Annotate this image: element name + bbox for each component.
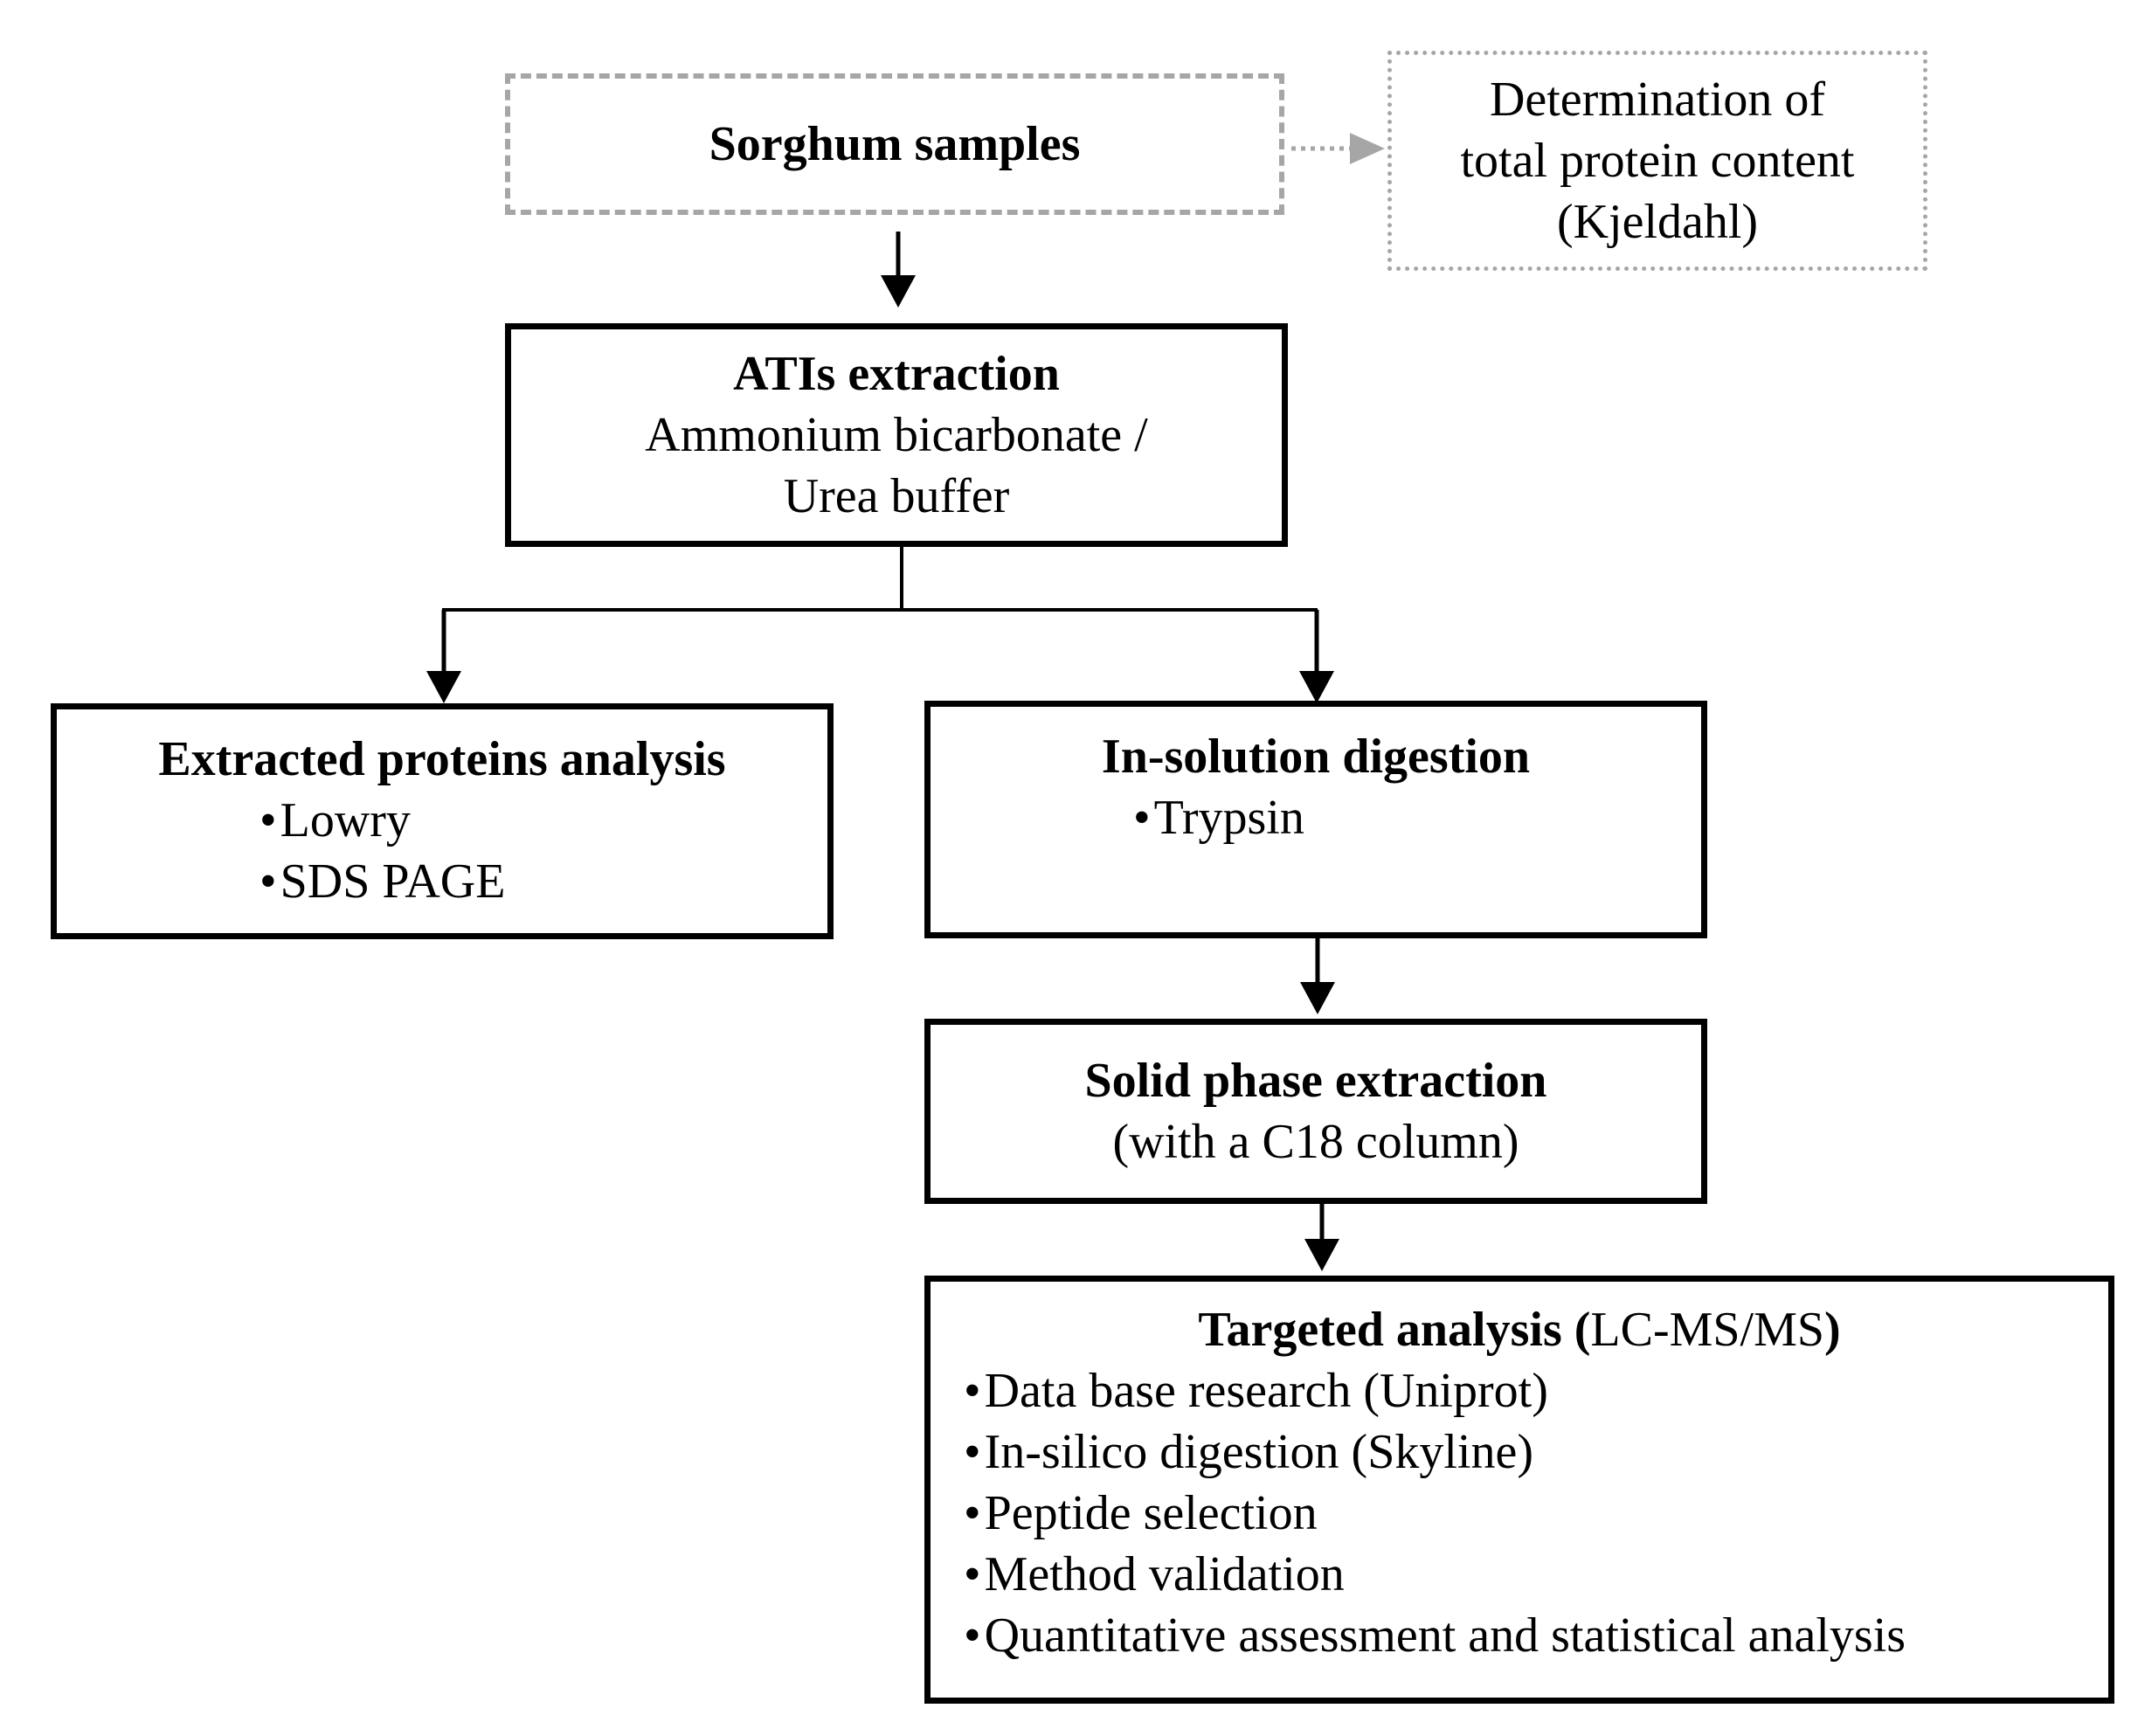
node-kjeldahl: Determination of total protein content (… [1387,51,1927,271]
list-item: Method validation [964,1544,1906,1605]
node-targeted-title: Targeted analysis (LC-MS/MS) [931,1299,2108,1360]
node-solid-phase-extraction: Solid phase extraction (with a C18 colum… [924,1019,1707,1204]
node-targeted-title-bold: Targeted analysis ( [1198,1303,1591,1357]
list-item: In-silico digestion (Skyline) [964,1421,1906,1483]
node-extracted-title: Extracted proteins analysis [158,732,726,786]
list-item: Trypsin [1133,787,1304,848]
edge-atis-digestion [1299,610,1334,703]
list-item: SDS PAGE [259,851,506,912]
node-targeted-title-method: LC-MS/MS [1590,1303,1825,1357]
node-atis-line-2: Urea buffer [783,469,1010,523]
node-in-solution-digestion: In-solution digestion Trypsin [924,701,1707,938]
edge-sorghum-kjeldahl [1291,133,1385,164]
list-item: Data base research (Uniprot) [964,1360,1906,1421]
list-item: Lowry [259,790,505,851]
node-targeted-analysis: Targeted analysis (LC-MS/MS) Data base r… [924,1276,2114,1704]
node-targeted-items: Data base research (Uniprot) In-silico d… [964,1360,1906,1666]
node-extracted-proteins: Extracted proteins analysis Lowry SDS PA… [51,703,834,939]
list-item: Peptide selection [964,1483,1906,1544]
edge-sorghum-atis [881,232,916,308]
edge-atis-extracted [426,610,461,703]
node-atis-extraction: ATIs extraction Ammonium bicarbonate / U… [505,323,1288,547]
list-item: Quantitative assessment and statistical … [964,1605,1906,1666]
node-spe-title: Solid phase extraction [1084,1054,1547,1108]
node-kjeldahl-line-3: (Kjeldahl) [1556,195,1759,249]
edge-atis-split [442,547,1318,612]
node-kjeldahl-line-2: total protein content [1460,134,1855,188]
edge-spe-targeted [1304,1204,1339,1271]
node-spe-line-1: (with a C18 column) [1112,1115,1519,1169]
node-atis-title: ATIs extraction [733,347,1060,401]
node-extracted-items: Lowry SDS PAGE [259,790,506,912]
node-atis-line-1: Ammonium bicarbonate / [645,408,1148,462]
edge-digestion-spe [1300,938,1335,1014]
node-digestion-items: Trypsin [1133,787,1304,848]
node-sorghum-samples: Sorghum samples [505,73,1284,215]
node-sorghum-title: Sorghum samples [709,117,1081,171]
node-targeted-title-close: ) [1824,1303,1841,1357]
node-kjeldahl-line-1: Determination of [1489,73,1826,127]
node-digestion-title: In-solution digestion [1101,730,1531,784]
